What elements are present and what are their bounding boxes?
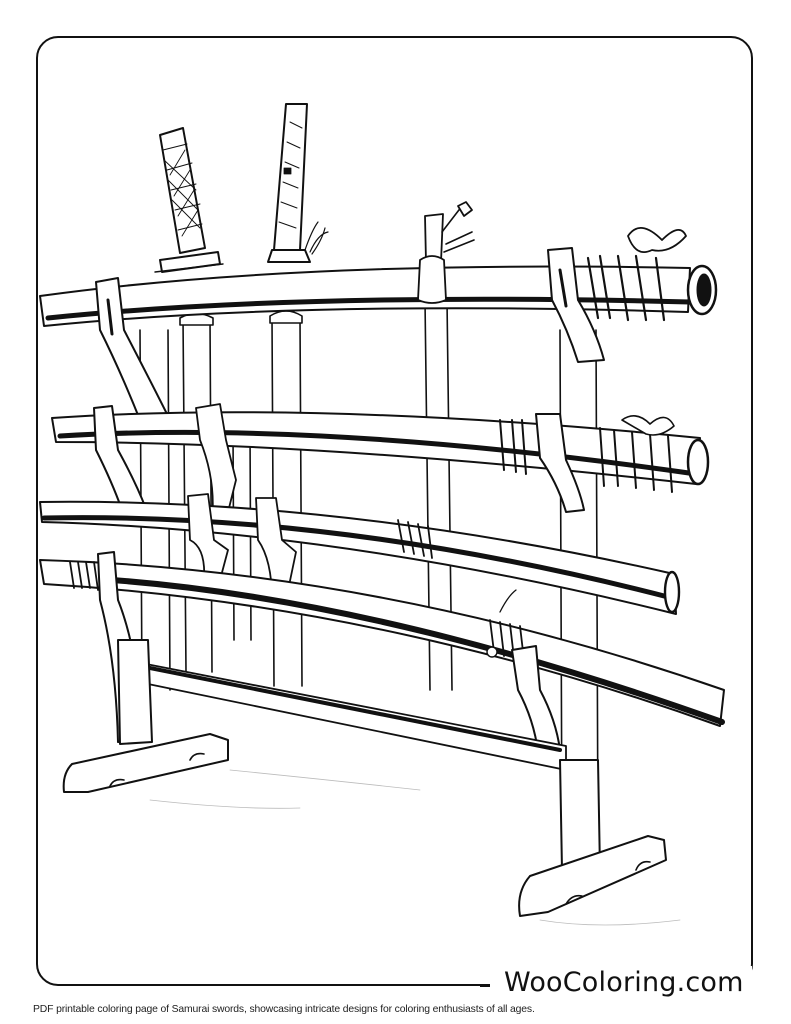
watermark-dash [480,985,496,987]
tier-2-saya [51,403,710,523]
upright-handle-center [267,103,329,263]
page-caption: PDF printable coloring page of Samurai s… [33,1004,535,1015]
page-frame [36,36,753,986]
rack-stand-right [518,759,667,917]
rack-stand-left [62,639,229,793]
watermark-logo: WooColoring.com [490,966,752,1000]
tier-1-saya [39,227,718,421]
floor-sketch [149,769,681,926]
upright-handle-left [154,127,224,273]
